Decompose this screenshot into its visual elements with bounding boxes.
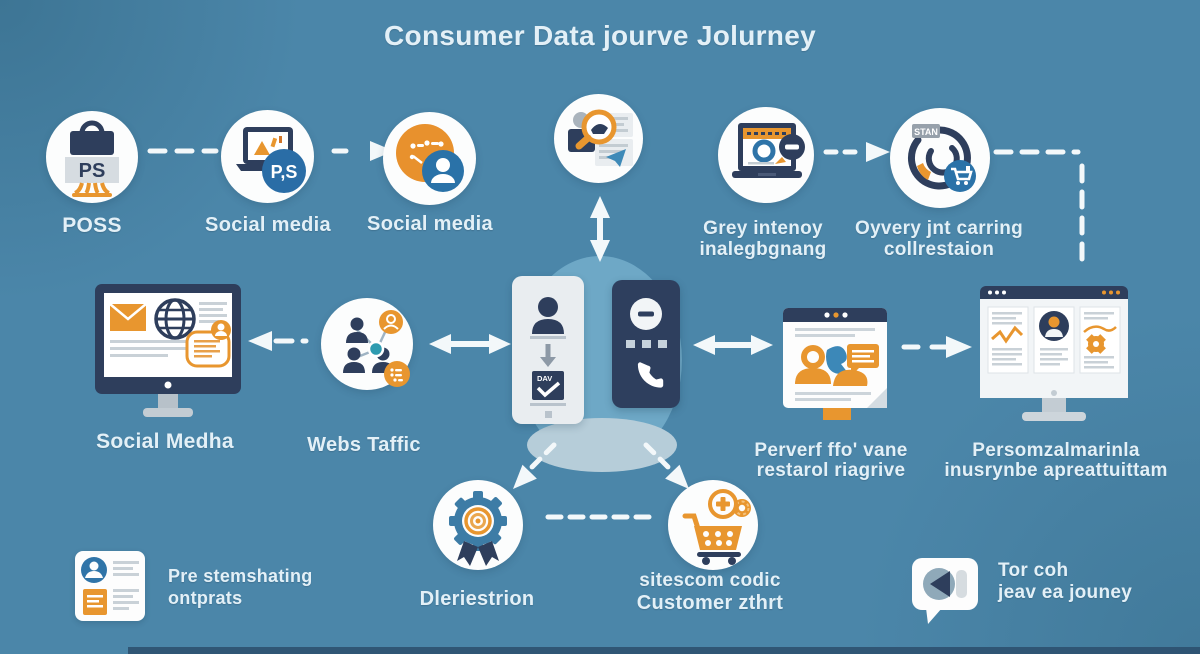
dashes-rings-to-corner [993,149,1085,271]
gear-medal-icon [449,491,507,566]
arrow-profile-to-dashboard [901,336,972,358]
arrow-search-vertical-double [590,196,610,262]
data-collection-label-2: inalegbgnang [699,239,827,260]
pos-node: PS [46,111,138,203]
people-network-icon [343,310,410,387]
identity-search-node [554,94,643,183]
arrow-collection-to-rings [823,142,890,162]
social-blob-person-icon [396,124,464,192]
profile-page-label-1: Perverf ffo' vane [754,440,908,461]
social-laptop-label: Social media [205,214,331,236]
search-profile-icon [568,109,633,167]
profile-page-icon [783,308,887,420]
prospect-card-label-2: ontprats [168,588,243,608]
phone-profile-node: DAV [512,276,584,424]
decision-gear-node [433,480,523,570]
phone-box-text: DAV [537,374,552,383]
social-network-label: Social media [367,213,493,235]
decision-gear-label: Dleriestrion [419,588,535,610]
phone-call-node [612,280,680,408]
prospect-card-node [75,551,145,621]
contact-card-icon [81,557,139,615]
social-network-node [383,112,476,205]
personalization-label-2: inusrynbe apreattuittam [944,460,1168,481]
laptop-badge-text: P,S [271,162,298,182]
social-monitor-node [95,284,241,424]
rings-badge-text: STAN [914,127,938,137]
social-monitor-label: Social Medha [96,430,234,453]
cart-plus-icon [682,489,751,565]
arrow-double-phones-profile [693,335,773,355]
laptop-warning-icon: P,S [236,127,306,193]
web-traffic-label: Webs Taffic [307,434,421,456]
bottom-edge-strip [128,647,1200,654]
profile-page-label-2: restarol riagrive [756,460,906,481]
journey-bubble-label-2: jeav ea jouney [998,582,1133,603]
journey-bubble-node [912,558,982,626]
customer-cart-label-2: Customer zthrt [636,592,784,614]
arrow-down-left-to-gear [513,442,557,489]
pos-terminal-icon: PS [65,120,119,197]
radar-rings-icon: STAN [908,124,976,192]
pos-label: POSS [62,214,122,237]
prospect-card-label-1: Pre stemshating [168,566,313,586]
browser-ring-icon [732,123,805,178]
customer-cart-label-1: sitescom codic [639,570,781,591]
personalization-node [976,286,1132,422]
chat-play-bubble-icon [912,558,978,624]
profile-page-node [783,308,890,424]
page-title: Consumer Data jourve Jolurney [384,20,816,51]
web-traffic-node [321,298,413,390]
phone-person-check-icon: DAV [530,297,566,418]
query-rings-label-1: Oyvery jnt carring [854,218,1024,239]
arrow-traffic-to-monitor [248,331,309,351]
personalization-label-1: Persomzalmarinla [972,440,1140,461]
data-collection-node [718,107,814,203]
customer-cart-node [668,480,758,570]
pos-device-text: PS [79,160,106,182]
social-laptop-node: P,S [221,110,314,203]
journey-bubble-label-1: Tor coh [998,560,1069,581]
personalized-dashboard-icon [980,286,1128,421]
monitor-globe-mail-icon [95,284,241,417]
data-collection-label-1: Grey intenoy [703,218,823,239]
phone-call-icon [626,298,667,388]
arrow-double-traffic-phones [429,334,511,354]
query-rings-label-2: collrestaion [883,239,995,260]
arrow-laptop-to-network [331,141,394,161]
query-rings-node: STAN [890,108,990,208]
arrow-down-right-to-cart [643,442,689,489]
